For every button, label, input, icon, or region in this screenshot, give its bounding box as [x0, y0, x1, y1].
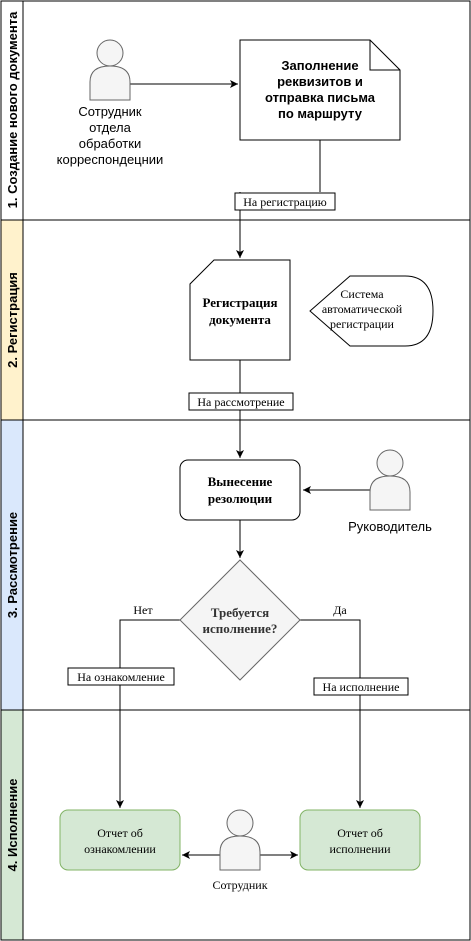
node-resolution: Вынесение резолюции [179, 459, 301, 521]
actor-manager: Руководитель [348, 449, 432, 534]
svg-text:Вынесение: Вынесение [208, 474, 273, 489]
svg-text:Система: Система [340, 287, 384, 301]
lane-title-review: 3. Рассмотрение [5, 512, 20, 618]
svg-text:ознакомлении: ознакомлении [84, 842, 156, 856]
svg-text:регистрации: регистрации [330, 317, 395, 331]
svg-text:отдела: отдела [89, 120, 131, 135]
node-report-acquaintance: Отчет об ознакомлении [59, 809, 181, 871]
svg-text:На ознакомление: На ознакомление [77, 670, 165, 684]
actor-clerk: Сотрудник отдела обработки корреспондецн… [57, 39, 164, 167]
svg-text:Сотрудник: Сотрудник [78, 104, 141, 119]
svg-text:реквизитов и: реквизитов и [277, 74, 363, 89]
svg-text:отправка письма: отправка письма [265, 90, 376, 105]
lane-title-execution: 4. Исполнение [5, 779, 20, 872]
person-icon [219, 809, 261, 871]
svg-text:На исполнение: На исполнение [323, 680, 400, 694]
svg-text:обработки: обработки [79, 136, 141, 151]
svg-text:Заполнение: Заполнение [281, 58, 358, 73]
svg-text:исполнение?: исполнение? [203, 621, 278, 636]
svg-text:Сотрудник: Сотрудник [212, 878, 267, 892]
svg-text:исполнении: исполнении [329, 842, 391, 856]
node-registration: Регистрация документа [189, 259, 291, 361]
node-report-execution: Отчет об исполнении [299, 809, 421, 871]
edge-label-yes: Да [333, 603, 347, 617]
svg-text:документа: документа [209, 312, 271, 327]
person-icon [369, 449, 411, 511]
lane-title-registration: 2. Регистрация [5, 272, 20, 368]
svg-text:Требуется: Требуется [211, 605, 269, 620]
svg-text:Отчет об: Отчет об [337, 826, 383, 840]
edge-label-to-registration: На регистрацию [234, 192, 336, 211]
lane-title-creation: 1. Создание нового документа [5, 11, 20, 208]
svg-text:Руководитель: Руководитель [348, 519, 432, 534]
edge-label-no: Нет [133, 603, 153, 617]
svg-text:Регистрация: Регистрация [203, 295, 278, 310]
svg-text:Отчет об: Отчет об [97, 826, 143, 840]
edge-yes [300, 619, 364, 808]
edge-no [116, 619, 180, 808]
node-auto-registration-system: Система автоматической регистрации [309, 275, 434, 347]
node-fill-and-send: Заполнение реквизитов и отправка письма … [239, 39, 401, 141]
edge-label-to-execution: На исполнение [313, 677, 409, 696]
svg-text:автоматической: автоматической [322, 302, 403, 316]
svg-text:корреспондецнии: корреспондецнии [57, 152, 164, 167]
svg-text:по маршруту: по маршруту [278, 106, 363, 121]
person-icon [89, 39, 131, 101]
node-decision: Требуется исполнение? [179, 559, 301, 681]
edge-label-to-acquaintance: На ознакомление [67, 667, 175, 686]
actor-employee: Сотрудник [212, 809, 268, 892]
svg-text:резолюции: резолюции [208, 491, 273, 506]
svg-text:На регистрацию: На регистрацию [243, 195, 327, 209]
svg-text:На рассмотрение: На рассмотрение [197, 395, 284, 409]
edge-label-to-review: На рассмотрение [188, 392, 294, 411]
